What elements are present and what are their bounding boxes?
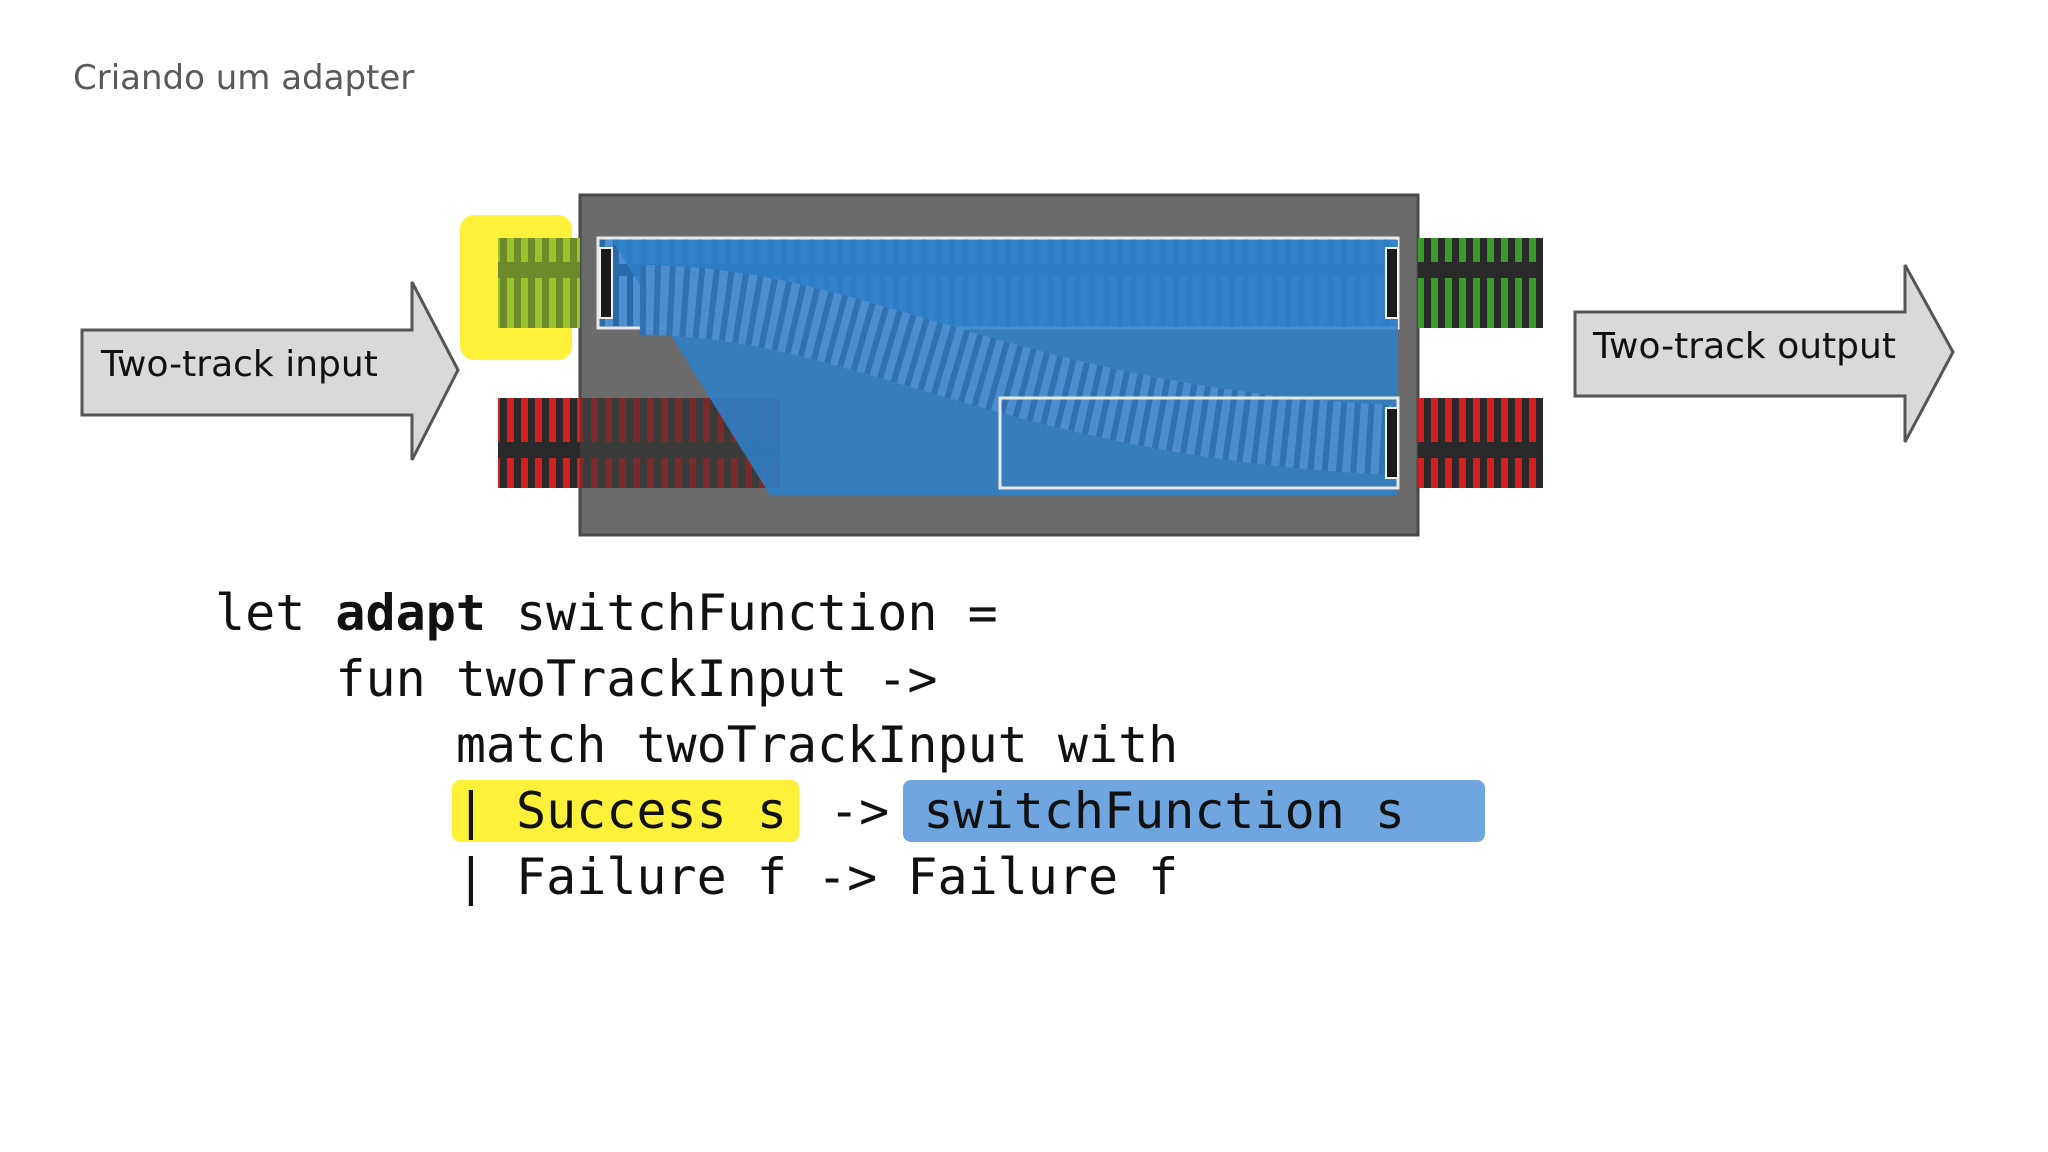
code-line-3: match twoTrackInput with xyxy=(215,716,1179,774)
failure-track-left xyxy=(498,398,580,488)
code-line-1: let adapt switchFunction = xyxy=(215,584,998,642)
failure-track-right xyxy=(1418,398,1543,488)
input-arrow: Two-track input xyxy=(80,281,460,461)
code-line-2: fun twoTrackInput -> xyxy=(215,650,938,708)
output-arrow-label: Two-track output xyxy=(1592,326,1896,367)
slide-title: Criando um adapter xyxy=(73,58,415,98)
function-name: adapt xyxy=(335,584,486,642)
code-line-5: | Failure f -> Failure f xyxy=(215,848,1179,906)
success-case-highlight: | Success s xyxy=(451,780,799,842)
code-line-4: | Success s -> switchFunction s xyxy=(215,778,1486,844)
code-block: let adapt switchFunction = fun twoTrackI… xyxy=(215,580,1486,910)
diverging-track xyxy=(639,265,1392,475)
output-arrow: Two-track output xyxy=(1573,264,1955,443)
switch-function-highlight: switchFunction s xyxy=(903,780,1486,842)
success-track-left xyxy=(498,238,580,328)
success-track-right xyxy=(1418,238,1543,328)
input-arrow-label: Two-track input xyxy=(100,344,378,385)
